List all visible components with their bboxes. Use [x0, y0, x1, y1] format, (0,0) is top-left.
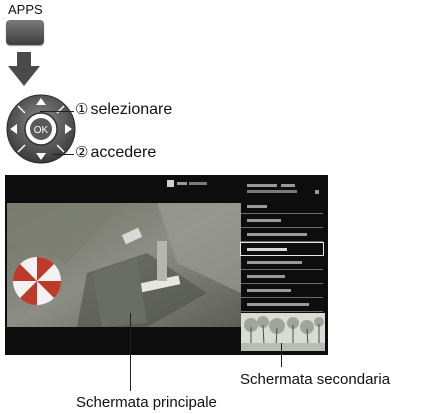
leader-line-2: [52, 154, 74, 155]
down-arrow-icon: [8, 52, 40, 86]
menu-item[interactable]: [241, 200, 323, 214]
secondary-screen[interactable]: [241, 313, 325, 351]
apps-button[interactable]: [6, 20, 44, 45]
pointer-main: [130, 313, 131, 391]
menu-item[interactable]: [241, 284, 323, 298]
info-banner-icon: [167, 180, 207, 187]
ok-label: OK: [34, 125, 49, 136]
step1-label: selezionare: [90, 101, 173, 118]
step2-number: ②: [75, 144, 89, 161]
menu-header-icon: [247, 184, 319, 194]
menu-item[interactable]: [241, 228, 323, 242]
leader-line-1: [40, 111, 74, 112]
menu-item-selected[interactable]: [240, 242, 324, 256]
label-secondary-screen: Schermata secondaria: [240, 371, 391, 388]
menu-item[interactable]: [241, 256, 323, 270]
menu-item[interactable]: [241, 214, 323, 228]
label-main-screen: Schermata principale: [76, 394, 217, 411]
step1-number: ①: [75, 101, 89, 118]
dpad-icon[interactable]: OK: [6, 94, 76, 164]
menu-item[interactable]: [241, 270, 323, 284]
menu-item[interactable]: [241, 298, 323, 312]
pointer-secondary: [281, 343, 282, 367]
apps-label: APPS: [8, 2, 43, 17]
main-screen[interactable]: [7, 203, 241, 327]
tv-screen: [5, 175, 328, 355]
step2-label: accedere: [90, 144, 157, 161]
